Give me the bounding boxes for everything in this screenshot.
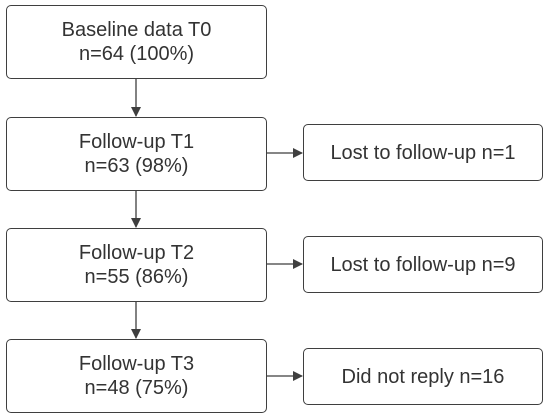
stage-box-baseline-t0: Baseline data T0 n=64 (100%) [6,5,267,79]
stage-count: n=55 (86%) [84,266,189,288]
stage-count: n=63 (98%) [84,155,189,177]
stage-title: Baseline data T0 [61,19,212,41]
side-note-lost-t2: Lost to follow-up n=9 [303,236,543,293]
stage-title: Follow-up T1 [78,131,195,153]
stage-count: n=64 (100%) [78,43,195,65]
side-note-text: Did not reply n=16 [341,365,505,388]
side-note-text: Lost to follow-up n=1 [330,141,516,164]
stage-box-follow-up-t2: Follow-up T2 n=55 (86%) [6,228,267,302]
stage-count: n=48 (75%) [84,377,189,399]
side-note-text: Lost to follow-up n=9 [330,253,516,276]
stage-title: Follow-up T2 [78,242,195,264]
side-note-no-reply-t3: Did not reply n=16 [303,348,543,405]
stage-box-follow-up-t1: Follow-up T1 n=63 (98%) [6,117,267,191]
side-note-lost-t1: Lost to follow-up n=1 [303,124,543,181]
stage-box-follow-up-t3: Follow-up T3 n=48 (75%) [6,339,267,413]
stage-title: Follow-up T3 [78,353,195,375]
